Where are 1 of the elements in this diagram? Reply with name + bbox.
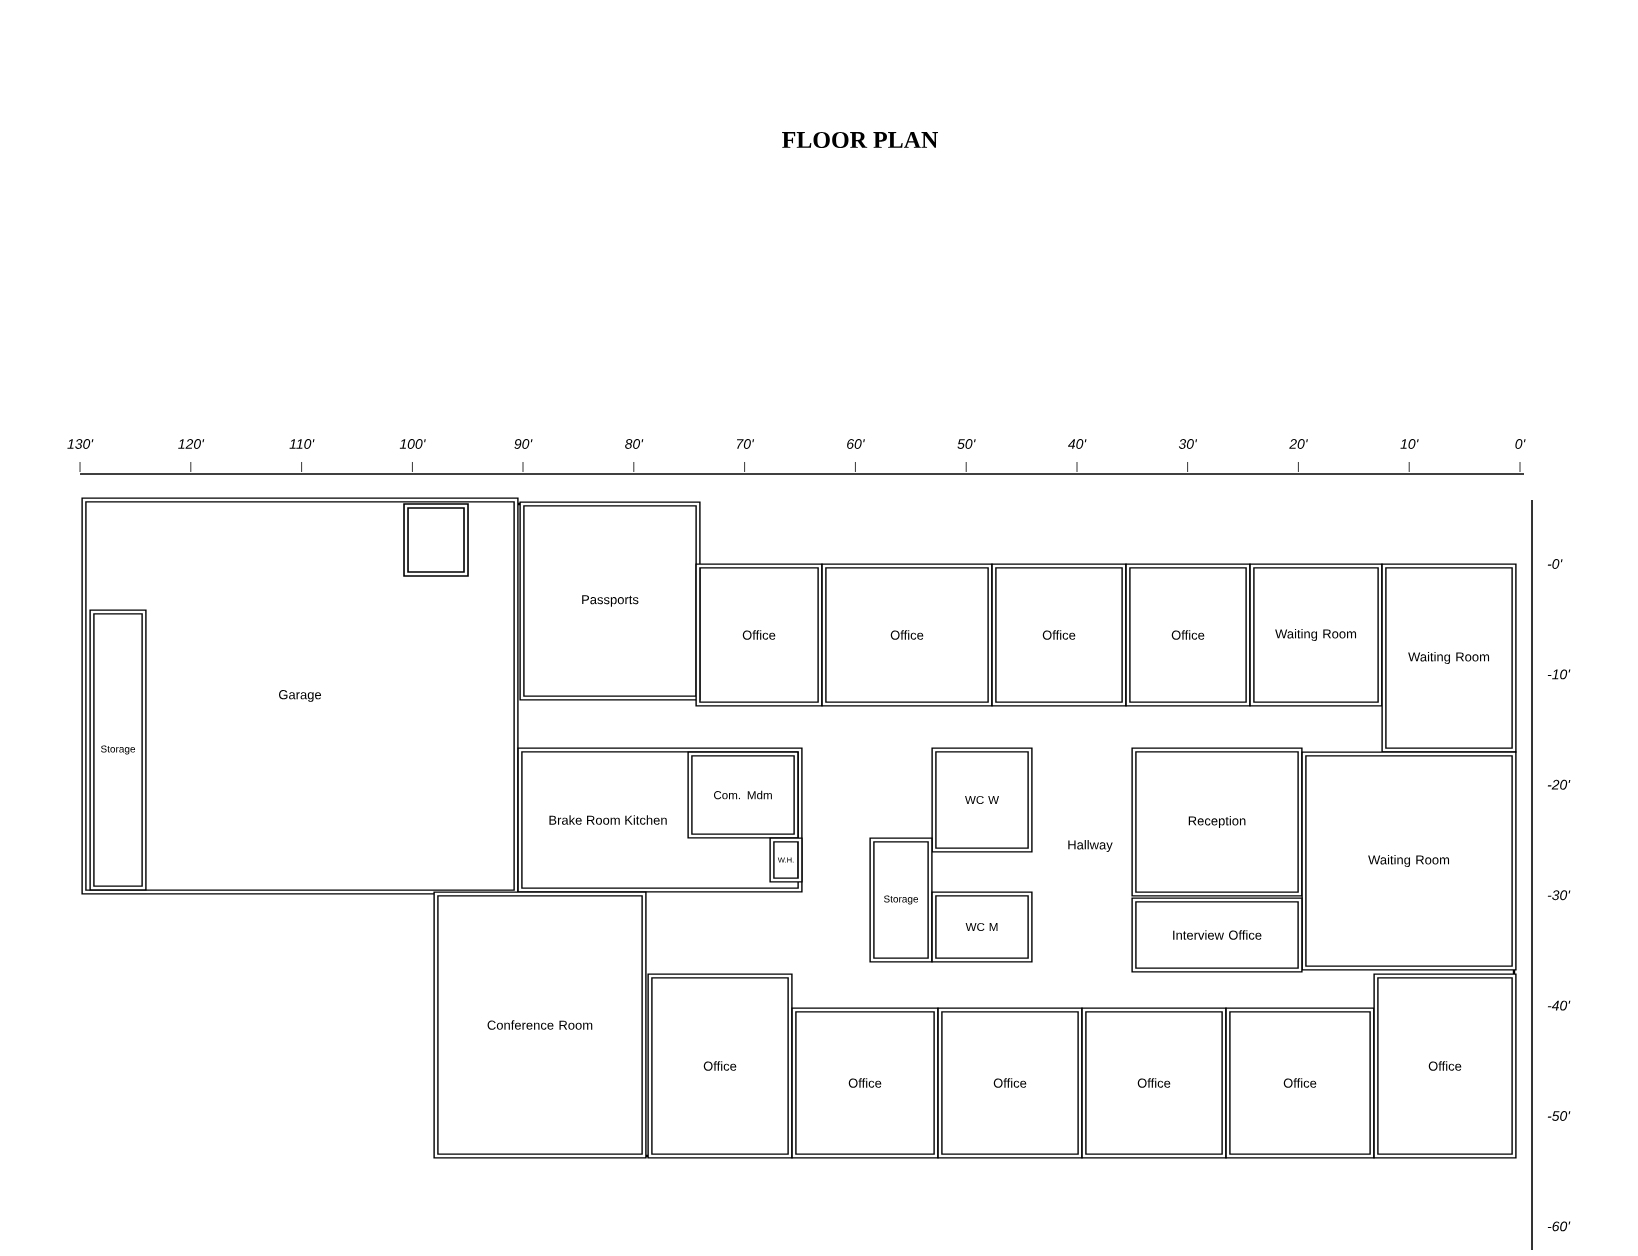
title: FLOOR PLAN <box>782 131 938 149</box>
